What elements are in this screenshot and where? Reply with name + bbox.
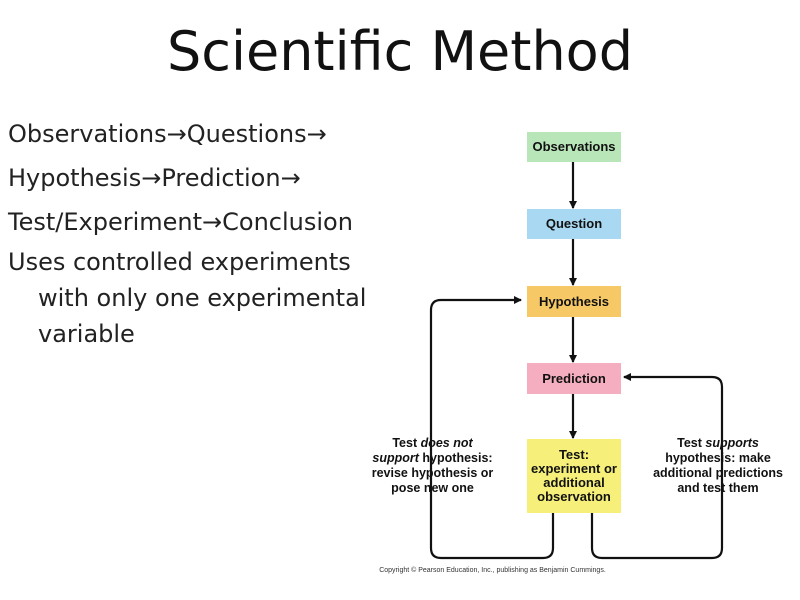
- note-left-line-4: pose new one: [391, 481, 474, 495]
- box-test-line-4: observation: [537, 489, 611, 504]
- note-left-line-3: revise hypothesis or: [371, 466, 494, 480]
- box-observations: Observations: [527, 132, 621, 162]
- arrow-loop-to-prediction: [590, 373, 724, 560]
- arrow-loop-to-hypothesis: [429, 296, 555, 560]
- bullet-line-4-part-2: with only one experimental: [38, 284, 367, 312]
- note-right-line-3: additional predictions: [653, 466, 783, 480]
- bullet-line-3: Test/Experiment→Conclusion: [8, 208, 353, 236]
- box-test-line-1: Test:: [558, 447, 590, 462]
- bullet-line-4-part-3: variable: [38, 320, 135, 348]
- bullet-line-4-part-1: Uses controlled experiments: [8, 248, 351, 276]
- note-left-line-2: support hypothesis:: [372, 451, 493, 465]
- note-right-line-4: and test them: [677, 481, 759, 495]
- bullet-line-4: Uses controlled experiments with only on…: [8, 244, 366, 352]
- box-question: Question: [527, 209, 621, 239]
- note-supports: Test supports hypothesis: make additiona…: [642, 436, 794, 496]
- note-does-not-support: Test does not support hypothesis: revise…: [360, 436, 505, 496]
- bullet-line-1: Observations→Questions→: [8, 120, 327, 148]
- box-hypothesis: Hypothesis: [527, 286, 621, 317]
- box-test-line-3: additional: [543, 475, 605, 490]
- box-test: Test: experiment or additional observati…: [527, 439, 621, 513]
- bullet-line-2: Hypothesis→Prediction→: [8, 164, 301, 192]
- box-test-line-2: experiment or: [531, 461, 617, 476]
- box-prediction: Prediction: [527, 363, 621, 394]
- note-right-line-2: hypothesis: make: [665, 451, 771, 465]
- slide-title: Scientific Method: [167, 20, 633, 83]
- bullet-list: Observations→Questions→ Hypothesis→Predi…: [8, 112, 366, 352]
- note-right-line-1: Test supports: [677, 436, 759, 450]
- note-left-line-1: Test does not: [392, 436, 473, 450]
- copyright-notice: Copyright © Pearson Education, Inc., pub…: [379, 567, 606, 574]
